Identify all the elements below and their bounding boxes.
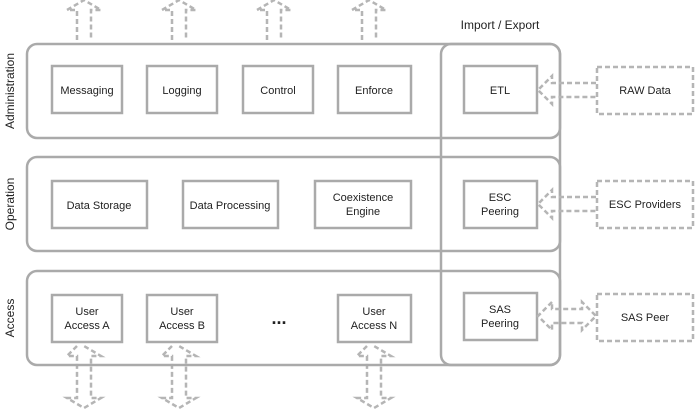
- esc-providers-source: ESC Providers: [595, 179, 695, 230]
- arrow-control-vertical: [252, 0, 296, 40]
- sas-peering-line2: Peering: [481, 318, 519, 330]
- user-access-b-line1: User: [170, 306, 194, 318]
- arrow-raw-data-to-etl: [536, 72, 596, 108]
- enforce-module: Enforce: [336, 64, 413, 115]
- sas-peer-source: SAS Peer: [595, 292, 695, 343]
- raw-data-label: RAW Data: [619, 85, 671, 97]
- arrow-messaging-vertical: [62, 0, 106, 40]
- raw-data-source: RAW Data: [595, 65, 695, 116]
- sas-peer-label: SAS Peer: [621, 312, 670, 324]
- enforce-label: Enforce: [355, 85, 393, 97]
- etl-module: ETL: [462, 64, 539, 115]
- data-storage-label: Data Storage: [67, 200, 132, 212]
- messaging-label: Messaging: [60, 85, 113, 97]
- coexistence-label-line2: Engine: [346, 206, 380, 218]
- access-label: Access: [3, 299, 17, 338]
- administration-label: Administration: [3, 53, 17, 129]
- arrow-user-b-vertical: [157, 344, 201, 410]
- user-access-a-line2: Access A: [64, 320, 110, 332]
- coexistence-label-line1: Coexistence: [333, 192, 394, 204]
- arrow-logging-vertical: [157, 0, 201, 40]
- esc-peering-line2: Peering: [481, 206, 519, 218]
- data-processing-module: Data Processing: [181, 179, 280, 230]
- import-export-title: Import / Export: [461, 18, 540, 32]
- user-access-n-line1: User: [362, 306, 386, 318]
- data-processing-label: Data Processing: [190, 200, 271, 212]
- user-access-n-module: User Access N: [336, 293, 413, 344]
- control-module: Control: [241, 64, 315, 115]
- esc-peering-module: ESC Peering: [462, 179, 539, 230]
- arrow-enforce-vertical: [347, 0, 391, 40]
- user-access-b-module: User Access B: [145, 293, 219, 344]
- etl-label: ETL: [490, 85, 510, 97]
- user-access-n-line2: Access N: [351, 320, 398, 332]
- user-access-a-line1: User: [75, 306, 99, 318]
- logging-module: Logging: [145, 64, 219, 115]
- arrow-sas-peer-sas-peering: [536, 298, 598, 334]
- access-ellipsis: ...: [271, 308, 286, 328]
- esc-providers-label: ESC Providers: [609, 199, 682, 211]
- sas-peering-line1: SAS: [489, 304, 511, 316]
- sas-peering-module: SAS Peering: [462, 291, 539, 342]
- coexistence-engine-module: Coexistence Engine: [313, 179, 413, 230]
- arrow-esc-providers-to-esc-peering: [536, 186, 596, 222]
- user-access-b-line2: Access B: [159, 320, 205, 332]
- operation-label: Operation: [3, 178, 17, 231]
- esc-peering-line1: ESC: [489, 192, 512, 204]
- import-export-panel: [439, 42, 562, 367]
- messaging-module: Messaging: [50, 64, 124, 115]
- data-storage-module: Data Storage: [50, 179, 149, 230]
- user-access-a-module: User Access A: [50, 293, 124, 344]
- arrow-user-n-vertical: [352, 344, 396, 410]
- control-label: Control: [260, 85, 295, 97]
- logging-label: Logging: [162, 85, 201, 97]
- arrow-user-a-vertical: [62, 344, 106, 410]
